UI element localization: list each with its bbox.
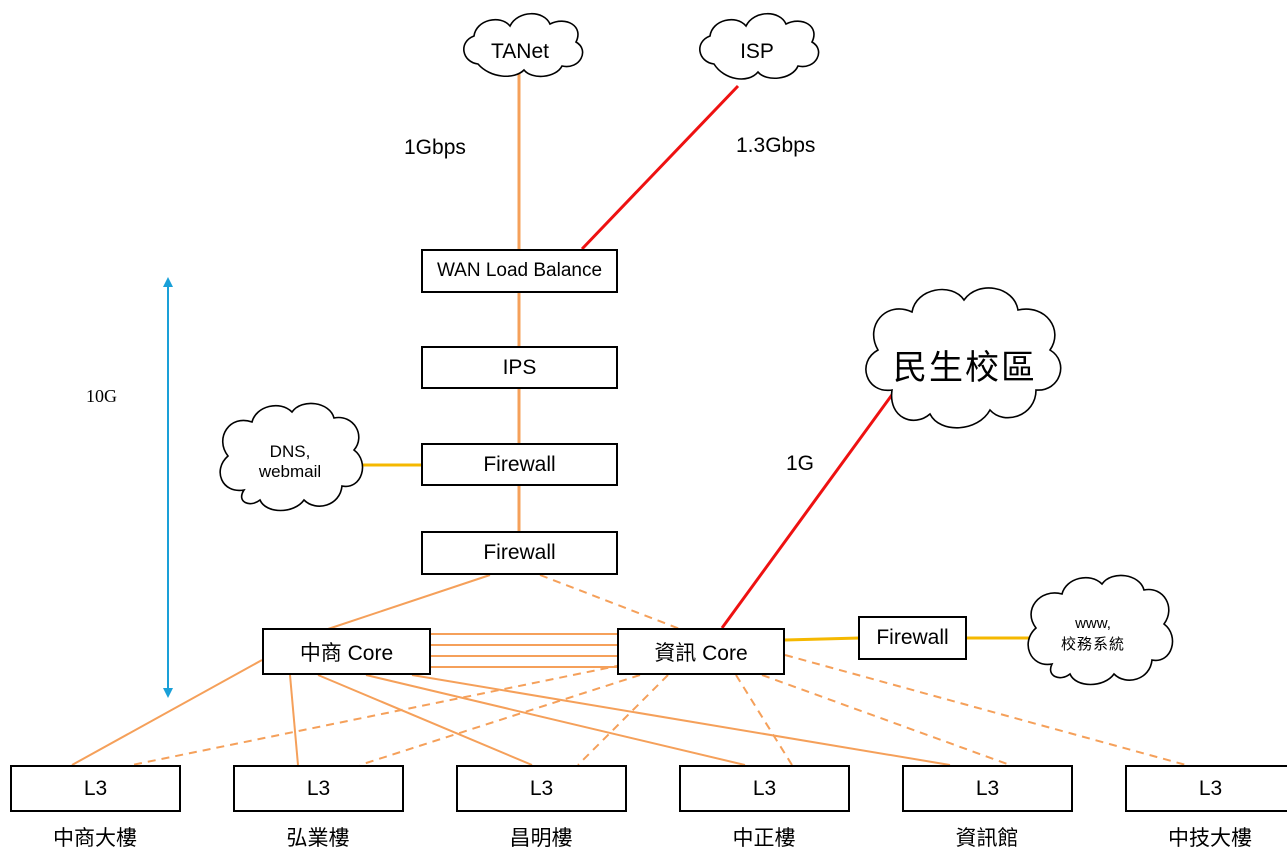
zs-l3-link <box>289 674 299 766</box>
zx-l3-link <box>359 674 641 766</box>
building-label: 昌明樓 <box>509 827 573 850</box>
l3-switch: L3 <box>902 765 1073 812</box>
core-zixun-label: 資訊 Core <box>654 641 748 665</box>
zs-l3-link <box>317 674 533 766</box>
building-label: 中商大樓 <box>53 827 137 850</box>
zs-l3-link <box>411 674 951 766</box>
building-label: 中正樓 <box>732 827 796 850</box>
isp-speed-label: 1.3Gbps <box>736 134 816 157</box>
fw2-core-zs-link <box>327 574 491 630</box>
l3-switch-label: L3 <box>83 776 108 800</box>
firewall-upper-label: Firewall <box>483 452 556 476</box>
dns-cloud-label: DNS, webmail <box>259 442 321 482</box>
tanet-cloud-label: TANet <box>491 40 549 63</box>
tanet-speed-label: 1Gbps <box>404 136 466 159</box>
building-label: 資訊館 <box>955 827 1019 850</box>
l3-switch: L3 <box>456 765 627 812</box>
core-zhongshang-label: 中商 Core <box>299 641 394 665</box>
zx-l3-link <box>577 674 669 766</box>
l3-switch-label: L3 <box>752 776 777 800</box>
firewall-www: Firewall <box>858 616 967 660</box>
firewall-lower-label: Firewall <box>483 541 556 564</box>
minsheng-link <box>720 391 896 629</box>
l3-switch-label: L3 <box>1198 776 1223 800</box>
l3-switch: L3 <box>233 765 404 812</box>
backbone-speed-label: 10G <box>86 386 117 406</box>
www-cloud-line2: 校務系統 <box>1060 635 1126 653</box>
isp-cloud-label: ISP <box>740 40 774 63</box>
firewall-www-label: Firewall <box>876 626 949 649</box>
zx-l3-link <box>735 674 793 766</box>
zx-l3-link <box>131 664 623 766</box>
minsheng-speed-label: 1G <box>786 452 815 475</box>
dns-cloud-line2: webmail <box>258 462 322 481</box>
minsheng-cloud-label: 民生校區 <box>893 348 1037 388</box>
fw2-core-zx-link <box>539 574 681 630</box>
l3-switch: L3 <box>10 765 181 812</box>
building-label: 弘業樓 <box>286 827 350 850</box>
l3-switch: L3 <box>679 765 850 812</box>
l3-switch-label: L3 <box>529 776 554 800</box>
www-cloud-line1: www, <box>1075 615 1111 632</box>
zs-l3-link <box>365 674 746 766</box>
wan-load-balancer-label: WAN Load Balance <box>436 260 603 281</box>
dns-cloud-line1: DNS, <box>269 442 311 461</box>
zx-l3-link <box>761 674 1011 766</box>
cloud-icon <box>219 12 1174 686</box>
core-fw3-link <box>784 636 861 642</box>
zs-l3-link <box>71 659 263 766</box>
l3-switch-label: L3 <box>975 776 1000 800</box>
firewall-lower: Firewall <box>421 531 618 575</box>
core-zixun: 資訊 Core <box>617 628 785 675</box>
l3-switch-label: L3 <box>306 776 331 800</box>
firewall-upper: Firewall <box>421 443 618 486</box>
isp-link <box>580 84 740 251</box>
ips-label: IPS <box>502 355 537 379</box>
www-cloud-label: www, 校務系統 <box>1061 614 1125 654</box>
building-label: 中技大樓 <box>1168 827 1252 850</box>
l3-switch: L3 <box>1125 765 1287 812</box>
wan-load-balancer: WAN Load Balance <box>421 249 618 293</box>
core-zhongshang: 中商 Core <box>262 628 431 675</box>
ips-device: IPS <box>421 346 618 389</box>
